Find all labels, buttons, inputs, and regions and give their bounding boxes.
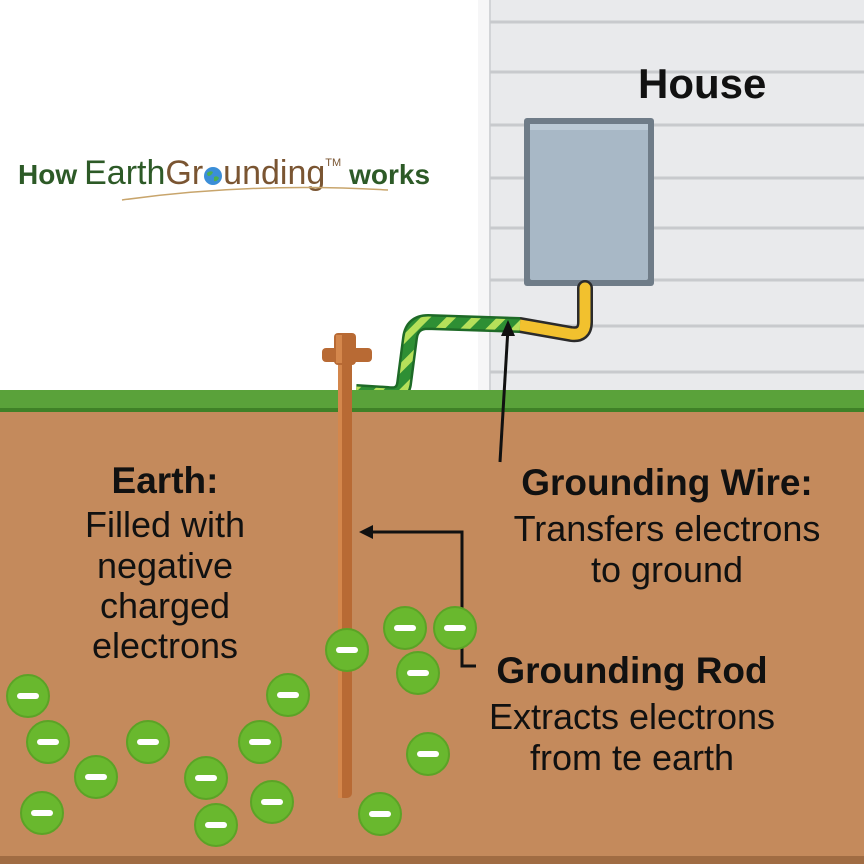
rod-arrowhead bbox=[359, 525, 373, 539]
earth-heading: Earth: bbox=[111, 460, 219, 501]
electron-minus-icon bbox=[20, 791, 64, 835]
electron-minus-icon bbox=[184, 756, 228, 800]
title-trademark: TM bbox=[325, 157, 342, 169]
earth-line-4: electrons bbox=[91, 625, 239, 667]
electron-minus-icon bbox=[238, 720, 282, 764]
electron-minus-icon bbox=[26, 720, 70, 764]
soil-bottom-edge bbox=[0, 856, 864, 864]
electron-minus-icon bbox=[74, 755, 118, 799]
title-brand-gr: Gr bbox=[165, 154, 204, 192]
globe-icon bbox=[203, 166, 223, 186]
electron-minus-icon bbox=[250, 780, 294, 824]
grounding-rod bbox=[322, 333, 372, 798]
grounding-wire-line-1: Transfers electrons bbox=[513, 508, 821, 550]
electron-minus-icon bbox=[433, 606, 477, 650]
electron-minus-icon bbox=[126, 720, 170, 764]
grounding-rod-label: Grounding Rod Extracts electrons from te… bbox=[452, 650, 812, 778]
soil bbox=[0, 412, 864, 864]
grounding-wire-label: Grounding Wire: Transfers electrons to g… bbox=[472, 462, 862, 590]
electron-minus-icon bbox=[194, 803, 238, 847]
grounding-rod-line-1: Extracts electrons bbox=[488, 696, 776, 738]
title-suffix: works bbox=[349, 159, 431, 190]
grass-edge bbox=[0, 408, 864, 412]
electron-minus-icon bbox=[358, 792, 402, 836]
title-swoosh bbox=[121, 186, 389, 201]
title-prefix: How bbox=[18, 159, 78, 190]
title-brand-unding: unding bbox=[223, 154, 326, 192]
grounding-wire-heading: Grounding Wire: bbox=[521, 462, 813, 503]
wire-arrow bbox=[498, 327, 510, 463]
grounding-wire-line-2: to ground bbox=[590, 548, 744, 590]
grounding-rod-line-2: from te earth bbox=[529, 736, 735, 778]
title-brand-earth: Earth bbox=[84, 154, 166, 192]
grounding-rod-heading: Grounding Rod bbox=[496, 650, 768, 691]
electron-minus-icon bbox=[325, 628, 369, 672]
grass-strip bbox=[0, 390, 864, 412]
earth-label: Earth: Filled with negative charged elec… bbox=[60, 460, 270, 667]
house-label: House bbox=[638, 60, 767, 107]
electrical-panel bbox=[524, 118, 654, 286]
earth-line-1: Filled with bbox=[84, 504, 246, 546]
electron-minus-icon bbox=[266, 673, 310, 717]
earth-line-2: negative bbox=[96, 544, 234, 586]
rod-arrow bbox=[368, 530, 476, 668]
electron-minus-icon bbox=[383, 606, 427, 650]
electron-minus-icon bbox=[406, 732, 450, 776]
earth-line-3: charged bbox=[99, 585, 231, 627]
electron-minus-icon bbox=[396, 651, 440, 695]
electron-minus-icon bbox=[6, 674, 50, 718]
wire-arrowhead bbox=[501, 320, 515, 336]
electrons-group bbox=[6, 606, 477, 847]
